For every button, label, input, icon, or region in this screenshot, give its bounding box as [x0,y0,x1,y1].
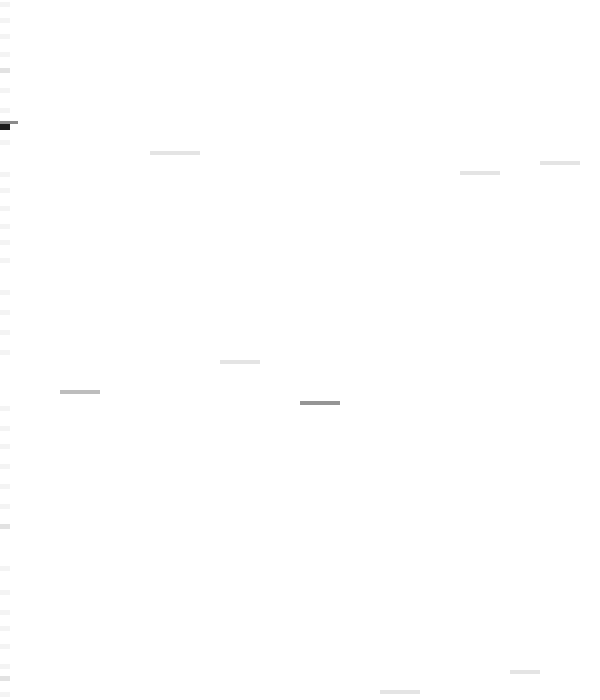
left-edge-tick [0,18,10,23]
left-edge-tick [0,172,10,177]
left-edge-tick [0,258,10,263]
left-edge-tick [0,692,10,697]
left-edge-tick [0,310,10,315]
left-edge-tick [0,426,10,431]
faint-mark [220,360,260,364]
faint-mark [540,161,580,165]
left-edge-tick [0,68,10,73]
faint-mark [300,401,340,405]
left-edge-tick [0,188,10,193]
left-edge-tick [0,240,10,245]
left-edge-tick [0,34,10,39]
faint-mark [150,151,200,155]
faint-mark [510,670,540,674]
left-edge-strip [0,0,18,700]
left-edge-tick [0,88,10,93]
left-edge-tick [0,566,10,571]
left-edge-tick [0,644,10,649]
left-edge-tick [0,108,10,113]
left-edge-tick [0,590,10,595]
left-edge-tick [0,504,10,509]
left-edge-tick [0,464,10,469]
faint-mark [460,171,500,175]
faint-mark [380,690,420,694]
left-edge-tick [0,444,10,449]
left-edge-tick [0,206,10,211]
left-edge-tick [0,610,10,615]
faint-mark [60,390,100,394]
left-edge-tick [0,626,10,631]
left-edge-tick [0,676,10,681]
left-edge-tick [0,350,10,355]
left-edge-tick [0,224,10,229]
left-edge-tick-accent [0,121,18,124]
left-edge-tick [0,406,10,411]
left-edge-tick [0,140,10,145]
left-edge-tick [0,2,10,7]
left-edge-tick-dark [0,124,10,130]
left-edge-tick [0,290,10,295]
left-edge-tick [0,664,10,669]
left-edge-tick [0,524,10,529]
left-edge-tick [0,330,10,335]
left-edge-tick [0,484,10,489]
left-edge-tick [0,52,10,57]
